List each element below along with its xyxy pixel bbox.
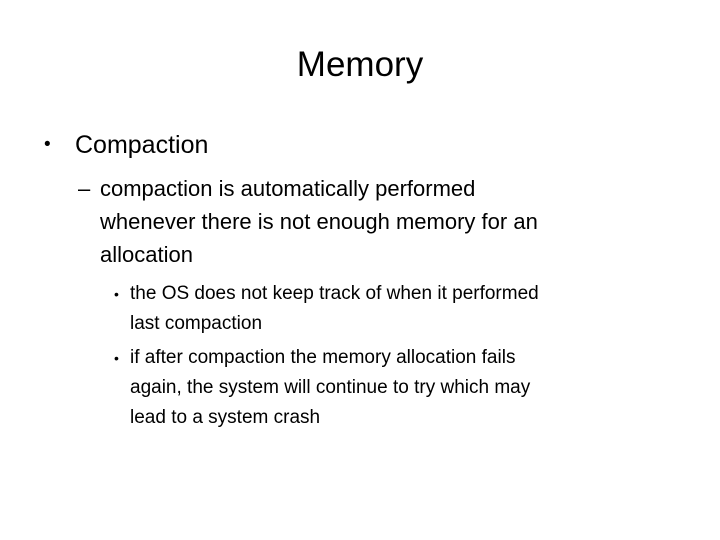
- text-line: whenever there is not enough memory for …: [100, 209, 538, 234]
- outline-item-text: Compaction: [75, 128, 720, 162]
- text-line: allocation: [100, 242, 193, 267]
- text-line: lead to a system crash: [130, 407, 321, 428]
- bullet-disc-icon: •: [114, 350, 119, 366]
- outline-item-text: if after compaction the memory allocatio…: [130, 343, 720, 433]
- outline-item-level1-compaction: • Compaction: [44, 128, 720, 162]
- text-line: again, the system will continue to try w…: [130, 377, 531, 398]
- slide-title: Memory: [296, 45, 424, 84]
- text-line: if after compaction the memory allocatio…: [130, 347, 516, 368]
- text-line: the OS does not keep track of when it pe…: [130, 283, 539, 304]
- text-line: Compaction: [75, 131, 209, 159]
- outline-item-text: compaction is automatically performed wh…: [100, 172, 720, 271]
- text-line: compaction is automatically performed: [100, 176, 476, 201]
- outline-item-level3-os-track: • the OS does not keep track of when it …: [114, 279, 720, 339]
- bullet-disc-icon: •: [44, 134, 51, 155]
- outline-item-level3-allocation-fails: • if after compaction the memory allocat…: [114, 343, 720, 433]
- text-line: last compaction: [130, 313, 263, 334]
- bullet-dash-icon: –: [78, 176, 91, 201]
- bullet-disc-icon: •: [114, 286, 119, 302]
- outline-item-text: the OS does not keep track of when it pe…: [130, 279, 720, 339]
- slide-body-outline: • Compaction – compaction is automatical…: [0, 128, 720, 435]
- outline-item-level2-auto-compaction: – compaction is automatically performed …: [78, 172, 720, 271]
